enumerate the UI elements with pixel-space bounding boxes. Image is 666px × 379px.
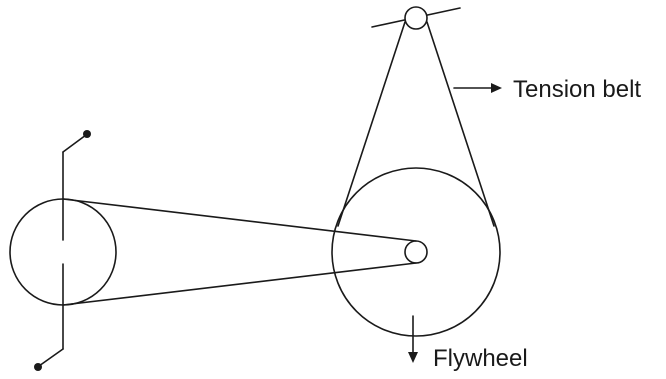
tension-belt-callout: Tension belt: [453, 76, 641, 103]
tension-belt-assembly: [337, 6, 495, 227]
crank-arm-top: [62, 134, 87, 153]
tensioner-pulley: [404, 6, 428, 30]
tension-belt-arrowhead: [491, 83, 502, 93]
drive-belt: [62, 198, 417, 306]
crank-handle-top: [83, 130, 91, 138]
drive-belt-upper: [62, 198, 417, 242]
crank-handle-bottom: [34, 363, 42, 371]
flywheel-arrowhead: [408, 352, 418, 363]
flywheel-label: Flywheel: [433, 345, 528, 372]
small-pulley: [404, 240, 428, 264]
tension-belt-left: [337, 21, 406, 227]
flywheel-callout: Flywheel: [408, 315, 528, 372]
drive-belt-lower: [62, 262, 417, 306]
crank-arm-bottom: [38, 348, 64, 367]
crank-pulley-assembly: [9, 130, 117, 371]
tension-belt-right: [426, 21, 495, 227]
tension-belt-label: Tension belt: [513, 76, 641, 103]
flywheel: [331, 167, 501, 337]
